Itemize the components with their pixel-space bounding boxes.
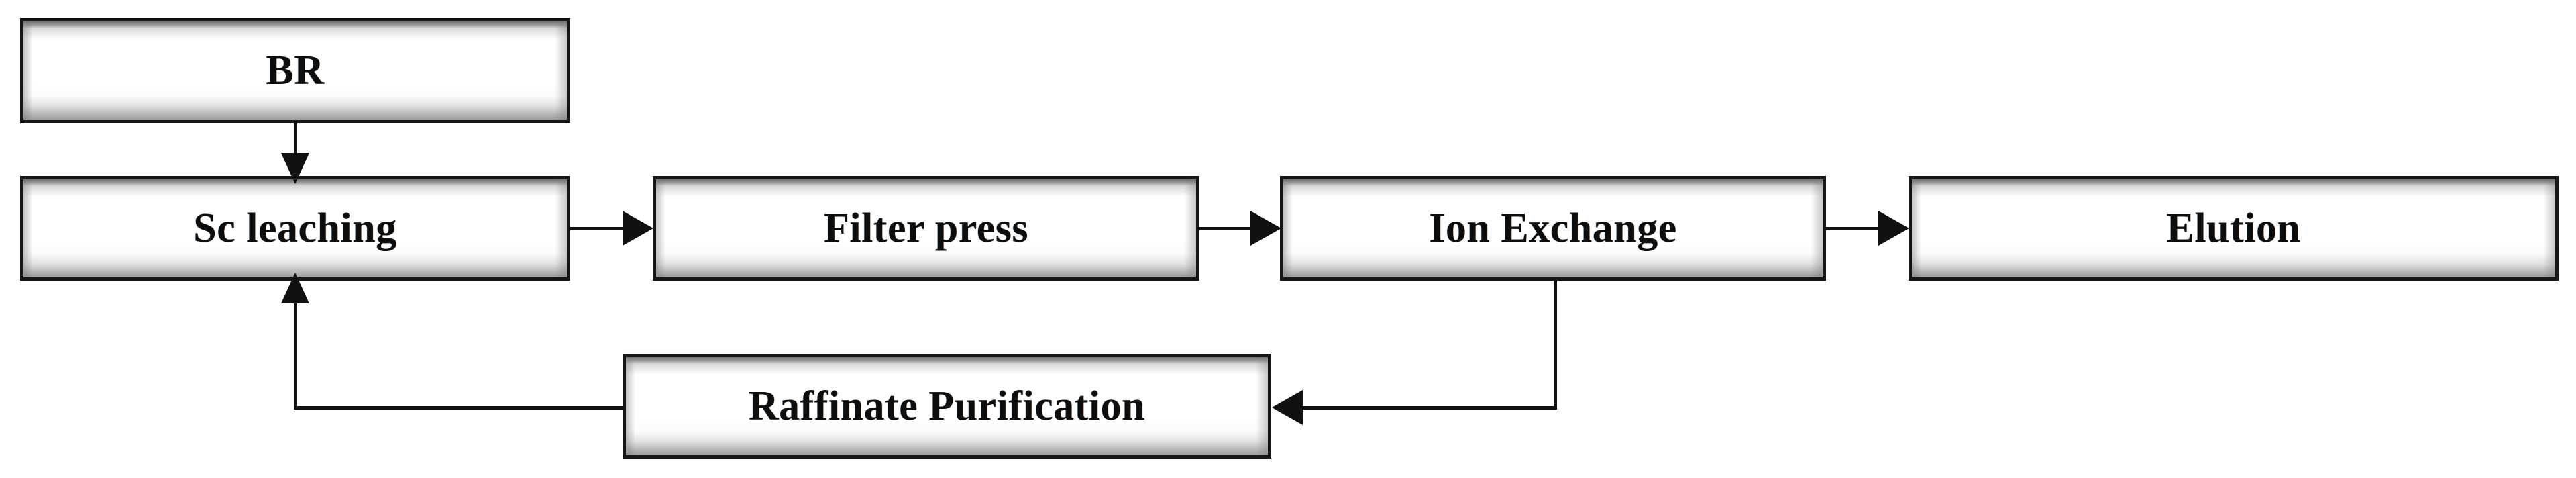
node-sc-leaching-label: Sc leaching: [193, 205, 397, 251]
node-filter-press-label: Filter press: [823, 205, 1029, 251]
edge-br-to-sc-leaching-line: [294, 123, 297, 162]
node-ion-exchange-label: Ion Exchange: [1429, 205, 1677, 251]
node-raffinate-purification-label: Raffinate Purification: [748, 383, 1146, 429]
node-br-label: BR: [266, 48, 325, 93]
edge-br-to-sc-leaching-arrowhead: [281, 153, 309, 184]
edge-ion-exchange-to-raffinate-arrowhead: [1272, 390, 1303, 425]
edge-sc-leaching-to-filter-press-line: [570, 227, 627, 230]
edge-raffinate-to-sc-leaching-arrowhead: [281, 273, 309, 303]
edge-filter-press-to-ion-exchange-arrowhead: [1250, 211, 1281, 246]
edge-sc-leaching-to-filter-press-arrowhead: [623, 211, 653, 246]
node-br[interactable]: BR: [20, 18, 570, 123]
edge-ion-exchange-to-elution-line: [1826, 227, 1882, 230]
node-ion-exchange[interactable]: Ion Exchange: [1280, 176, 1826, 281]
edge-raffinate-to-sc-leaching-horizontal-line: [294, 406, 624, 410]
node-elution-label: Elution: [2166, 205, 2301, 251]
edge-raffinate-to-sc-leaching-vertical-line: [294, 302, 297, 408]
edge-ion-exchange-to-elution-arrowhead: [1878, 211, 1909, 246]
node-raffinate-purification[interactable]: Raffinate Purification: [623, 354, 1271, 459]
edge-ion-exchange-to-raffinate-vertical-line: [1554, 279, 1557, 410]
node-elution[interactable]: Elution: [1909, 176, 2559, 281]
edge-filter-press-to-ion-exchange-line: [1199, 227, 1254, 230]
node-filter-press[interactable]: Filter press: [653, 176, 1199, 281]
edge-ion-exchange-to-raffinate-horizontal-line: [1301, 406, 1557, 410]
node-sc-leaching[interactable]: Sc leaching: [20, 176, 570, 281]
